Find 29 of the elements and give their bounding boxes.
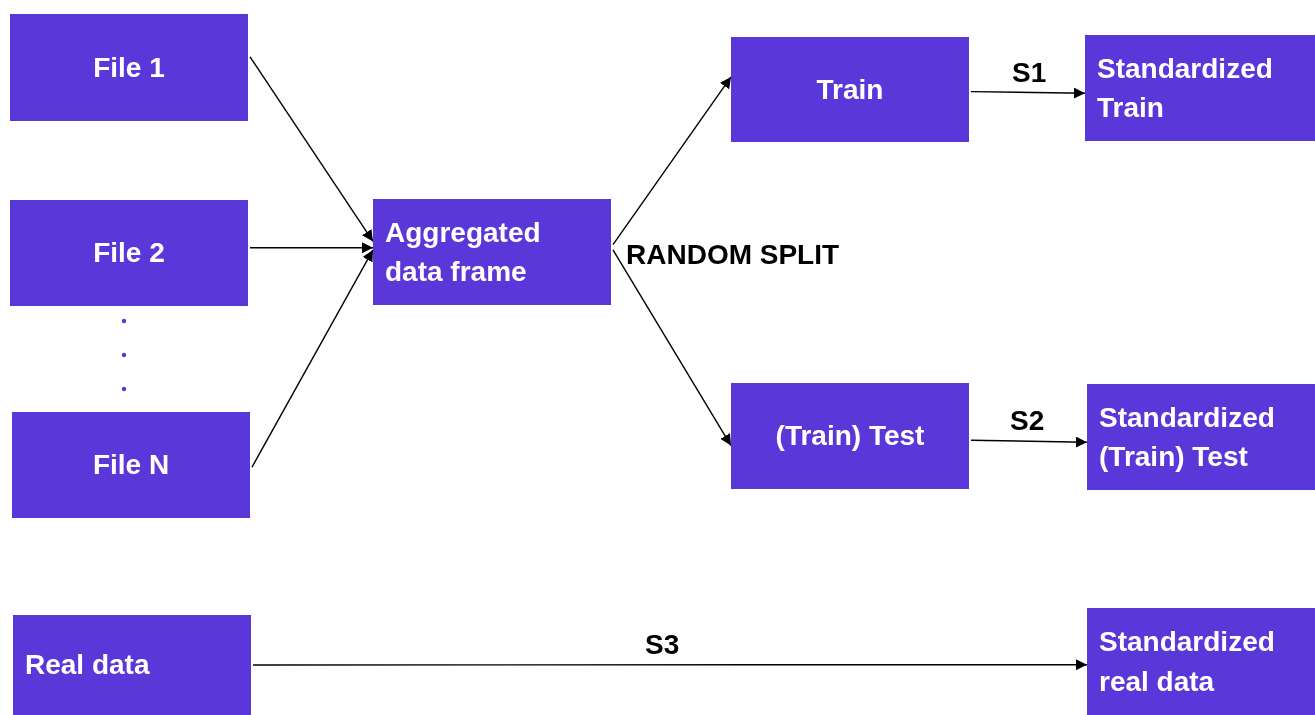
arrow	[612, 249, 732, 447]
process-box	[731, 383, 969, 489]
box-label: Real data	[25, 648, 151, 683]
arrow	[251, 249, 374, 468]
process-box	[373, 199, 611, 305]
arrow	[970, 436, 1088, 448]
process-box	[731, 37, 969, 142]
process-box	[10, 14, 248, 121]
box-label: Standardized (Train) Test	[1099, 400, 1276, 474]
arrow	[612, 76, 732, 246]
box-label: Standardized Train	[1097, 51, 1274, 125]
process-box	[1085, 35, 1315, 141]
box-label: (Train) Test	[774, 419, 926, 454]
box-label: File 2	[92, 236, 166, 271]
process-box	[13, 615, 251, 715]
process-box	[1087, 608, 1315, 715]
arrow	[249, 242, 374, 254]
process-box	[12, 412, 250, 518]
arrow	[249, 56, 374, 243]
arrow	[970, 87, 1086, 99]
box-label: File N	[91, 448, 171, 483]
box-label: Standardized real data	[1099, 625, 1276, 699]
box-label: Train	[815, 72, 885, 107]
box-label: Aggregated data frame	[385, 215, 542, 289]
process-box	[10, 200, 248, 306]
arrow	[252, 659, 1088, 671]
process-box	[1087, 384, 1315, 490]
box-label: File 1	[92, 50, 166, 85]
split-label: RANDOM SPLIT	[625, 240, 841, 271]
